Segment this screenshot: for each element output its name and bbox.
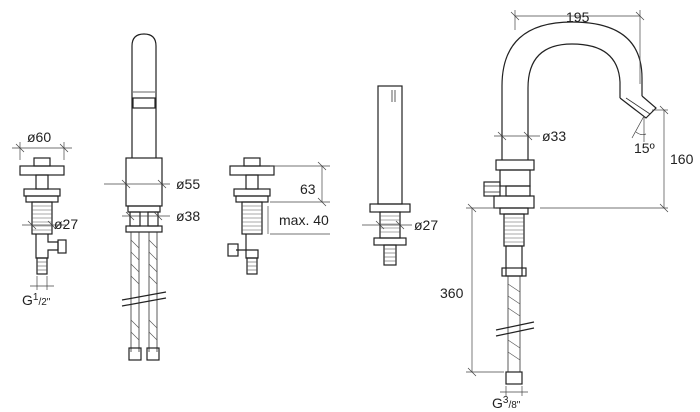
dim-shower-base <box>362 220 412 230</box>
dim-spout-reach <box>510 10 645 84</box>
label-spout-angle: 15º <box>634 140 655 156</box>
label-spout-height: 160 <box>670 151 694 167</box>
label-valve-max: max. 40 <box>279 212 329 228</box>
dim-spout-base <box>122 211 170 221</box>
label-shower-base-diameter: ø27 <box>414 217 438 233</box>
mixer-curved-spout <box>483 21 657 385</box>
hand-shower <box>369 85 411 266</box>
label-valve-height: 63 <box>300 181 316 197</box>
dim-valve-body <box>22 220 66 230</box>
label-hose-length: 360 <box>440 285 464 301</box>
dim-valve-handle <box>12 142 72 160</box>
dim-spout-height <box>540 105 669 213</box>
side-valve-left <box>19 157 67 275</box>
dim-valve-max <box>267 206 330 235</box>
dim-spout-neck <box>494 131 540 141</box>
label-spout-body-diameter: ø55 <box>176 176 200 192</box>
label-valve-handle-diameter: ø60 <box>27 129 51 145</box>
dim-hose-length <box>466 203 504 377</box>
label-valve-body-diameter: ø27 <box>54 216 78 232</box>
label-spout-reach: 195 <box>566 9 590 25</box>
dim-valve-height <box>270 161 330 207</box>
dim-valve-thread <box>30 276 54 290</box>
dim-mixer-thread <box>500 386 528 396</box>
label-spout-neck-diameter: ø33 <box>542 128 566 144</box>
dim-spout-angle <box>631 115 647 142</box>
label-mixer-thread: G3/8" <box>492 395 521 411</box>
dim-spout-body <box>104 179 170 189</box>
side-valve-center <box>227 157 275 275</box>
label-valve-thread: G1/2" <box>22 292 51 308</box>
spout-pipe <box>121 33 167 361</box>
label-spout-base-diameter: ø38 <box>176 208 200 224</box>
